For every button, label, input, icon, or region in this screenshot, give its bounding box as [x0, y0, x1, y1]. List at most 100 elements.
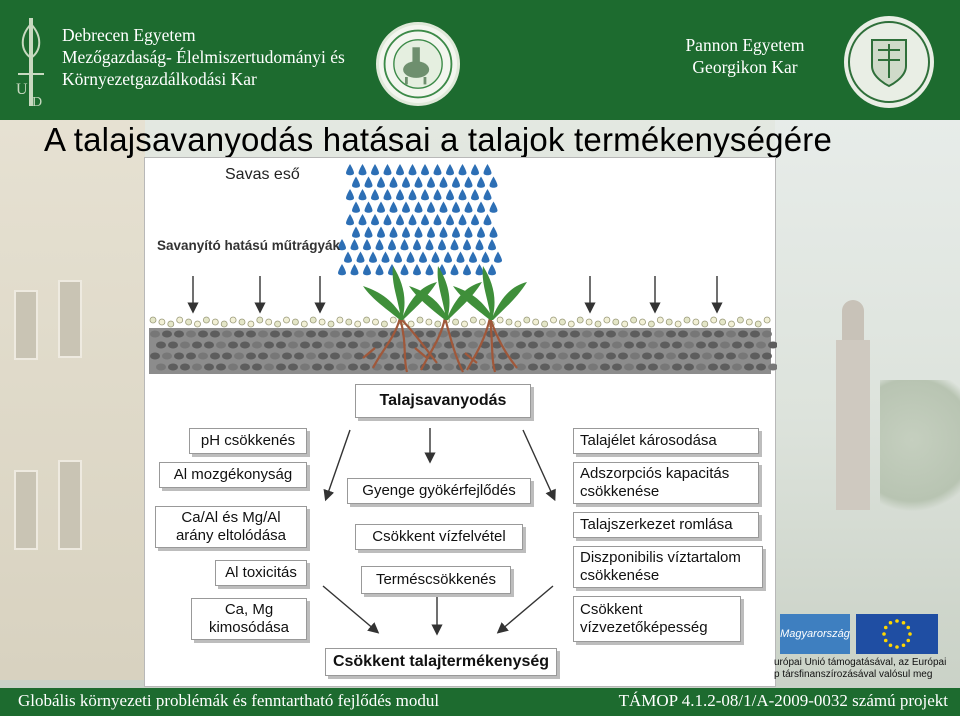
center-title-box: Talajsavanyodás	[355, 384, 531, 418]
soil-grain	[450, 330, 460, 338]
pebble	[416, 316, 424, 324]
flow-arrows	[322, 428, 556, 636]
pannon-seal-icon	[844, 16, 934, 108]
soil-grain	[696, 363, 706, 371]
eu-flag-icon	[856, 614, 938, 654]
soil-grain	[240, 341, 250, 349]
rain-drop	[389, 226, 398, 238]
soil-grain	[690, 330, 700, 338]
rain-drop	[414, 226, 423, 238]
soil-grain	[222, 352, 232, 360]
header-right-line: Georgikon Kar	[692, 57, 798, 77]
soil-grain	[588, 341, 598, 349]
rain-drop	[444, 251, 452, 263]
soil-grain	[282, 352, 292, 360]
soil-grain	[768, 363, 777, 371]
pebble	[505, 318, 513, 326]
rain-drop	[396, 164, 404, 176]
soil-grain	[222, 330, 232, 338]
soil-grain	[498, 330, 508, 338]
soil-grain	[318, 330, 328, 338]
soil-grain	[462, 330, 472, 338]
soil-surface-pebbles	[149, 316, 771, 328]
pebble	[274, 320, 282, 328]
header-left-line: Debrecen Egyetem	[62, 25, 196, 45]
soil-grain	[156, 341, 166, 349]
soil-grain	[624, 341, 634, 349]
svg-text:U: U	[16, 81, 28, 98]
soil-grain	[336, 363, 346, 371]
soil-grain	[720, 341, 730, 349]
effect-box-right: Talajszerkezet romlása	[573, 512, 759, 538]
svg-text:D: D	[32, 95, 42, 110]
effect-box-right: Talajélet károsodása	[573, 428, 759, 454]
fertilizer-arrows	[187, 276, 723, 314]
rain-drop	[481, 251, 490, 263]
pebble	[336, 316, 344, 324]
background-trees	[880, 380, 960, 530]
pebble	[425, 318, 433, 326]
pebble	[683, 316, 691, 324]
soil-grain	[348, 363, 358, 371]
soil-grain	[396, 363, 406, 371]
soil-grain	[702, 330, 712, 338]
pebble	[763, 316, 771, 324]
pebble	[461, 320, 468, 328]
soil-grain	[192, 341, 202, 349]
soil-grain	[180, 363, 190, 371]
eu-star	[883, 625, 888, 630]
soil-grain	[156, 363, 166, 371]
rain-drop	[433, 189, 442, 201]
soil-grain	[612, 363, 622, 371]
rain-drop	[396, 214, 404, 226]
soil-grain	[708, 363, 718, 371]
soil-grain	[336, 341, 346, 349]
pebble	[532, 318, 540, 326]
soil-grain	[636, 363, 646, 371]
rain-drop	[433, 214, 442, 226]
pebble	[674, 320, 682, 328]
rain-drop	[346, 189, 354, 201]
soil-grain	[246, 330, 256, 338]
soil-grain	[630, 352, 640, 360]
soil-grain	[654, 330, 664, 338]
rain-drop	[363, 239, 371, 251]
soil-grain	[606, 352, 616, 360]
header-left-line: Környezetgazdálkodási Kar	[62, 69, 257, 89]
soil-grain	[684, 363, 694, 371]
acid-rain-label: Savas eső	[225, 166, 300, 183]
soil-grain	[306, 330, 316, 338]
soil-grain	[162, 352, 172, 360]
soil-grain	[306, 352, 316, 360]
footer-project-id: TÁMOP 4.1.2-08/1/A-2009-0032 számú proje…	[618, 691, 948, 710]
eu-star	[906, 625, 911, 630]
soil-grain	[564, 341, 574, 349]
pebble	[656, 316, 664, 324]
pebble	[452, 318, 460, 326]
rain-drop	[452, 201, 460, 213]
background-window	[58, 460, 82, 550]
soil-grain	[768, 341, 777, 349]
soil-grain	[312, 341, 322, 349]
rain-drop	[446, 214, 454, 226]
rain-drop	[377, 226, 385, 238]
rain-drop	[383, 214, 392, 226]
rain-drop	[488, 264, 496, 276]
pebble	[176, 316, 184, 324]
soil-grain	[252, 341, 262, 349]
soil-grain	[444, 363, 454, 371]
rain-drop	[431, 251, 440, 263]
pebble	[220, 320, 228, 328]
soil-grain	[276, 363, 286, 371]
pebble	[265, 318, 273, 326]
soil-grain	[498, 352, 508, 360]
soil-grain	[564, 363, 574, 371]
pebble	[291, 318, 299, 326]
soil-grain	[594, 330, 604, 338]
header-left-line: Mezőgazdaság- Élelmiszertudományi és	[62, 47, 345, 67]
pebble	[701, 320, 709, 328]
soil-grain	[300, 341, 310, 349]
effect-box-left: pH csökkenés	[189, 428, 307, 454]
rain-drop	[371, 189, 379, 201]
pebble	[309, 316, 317, 324]
